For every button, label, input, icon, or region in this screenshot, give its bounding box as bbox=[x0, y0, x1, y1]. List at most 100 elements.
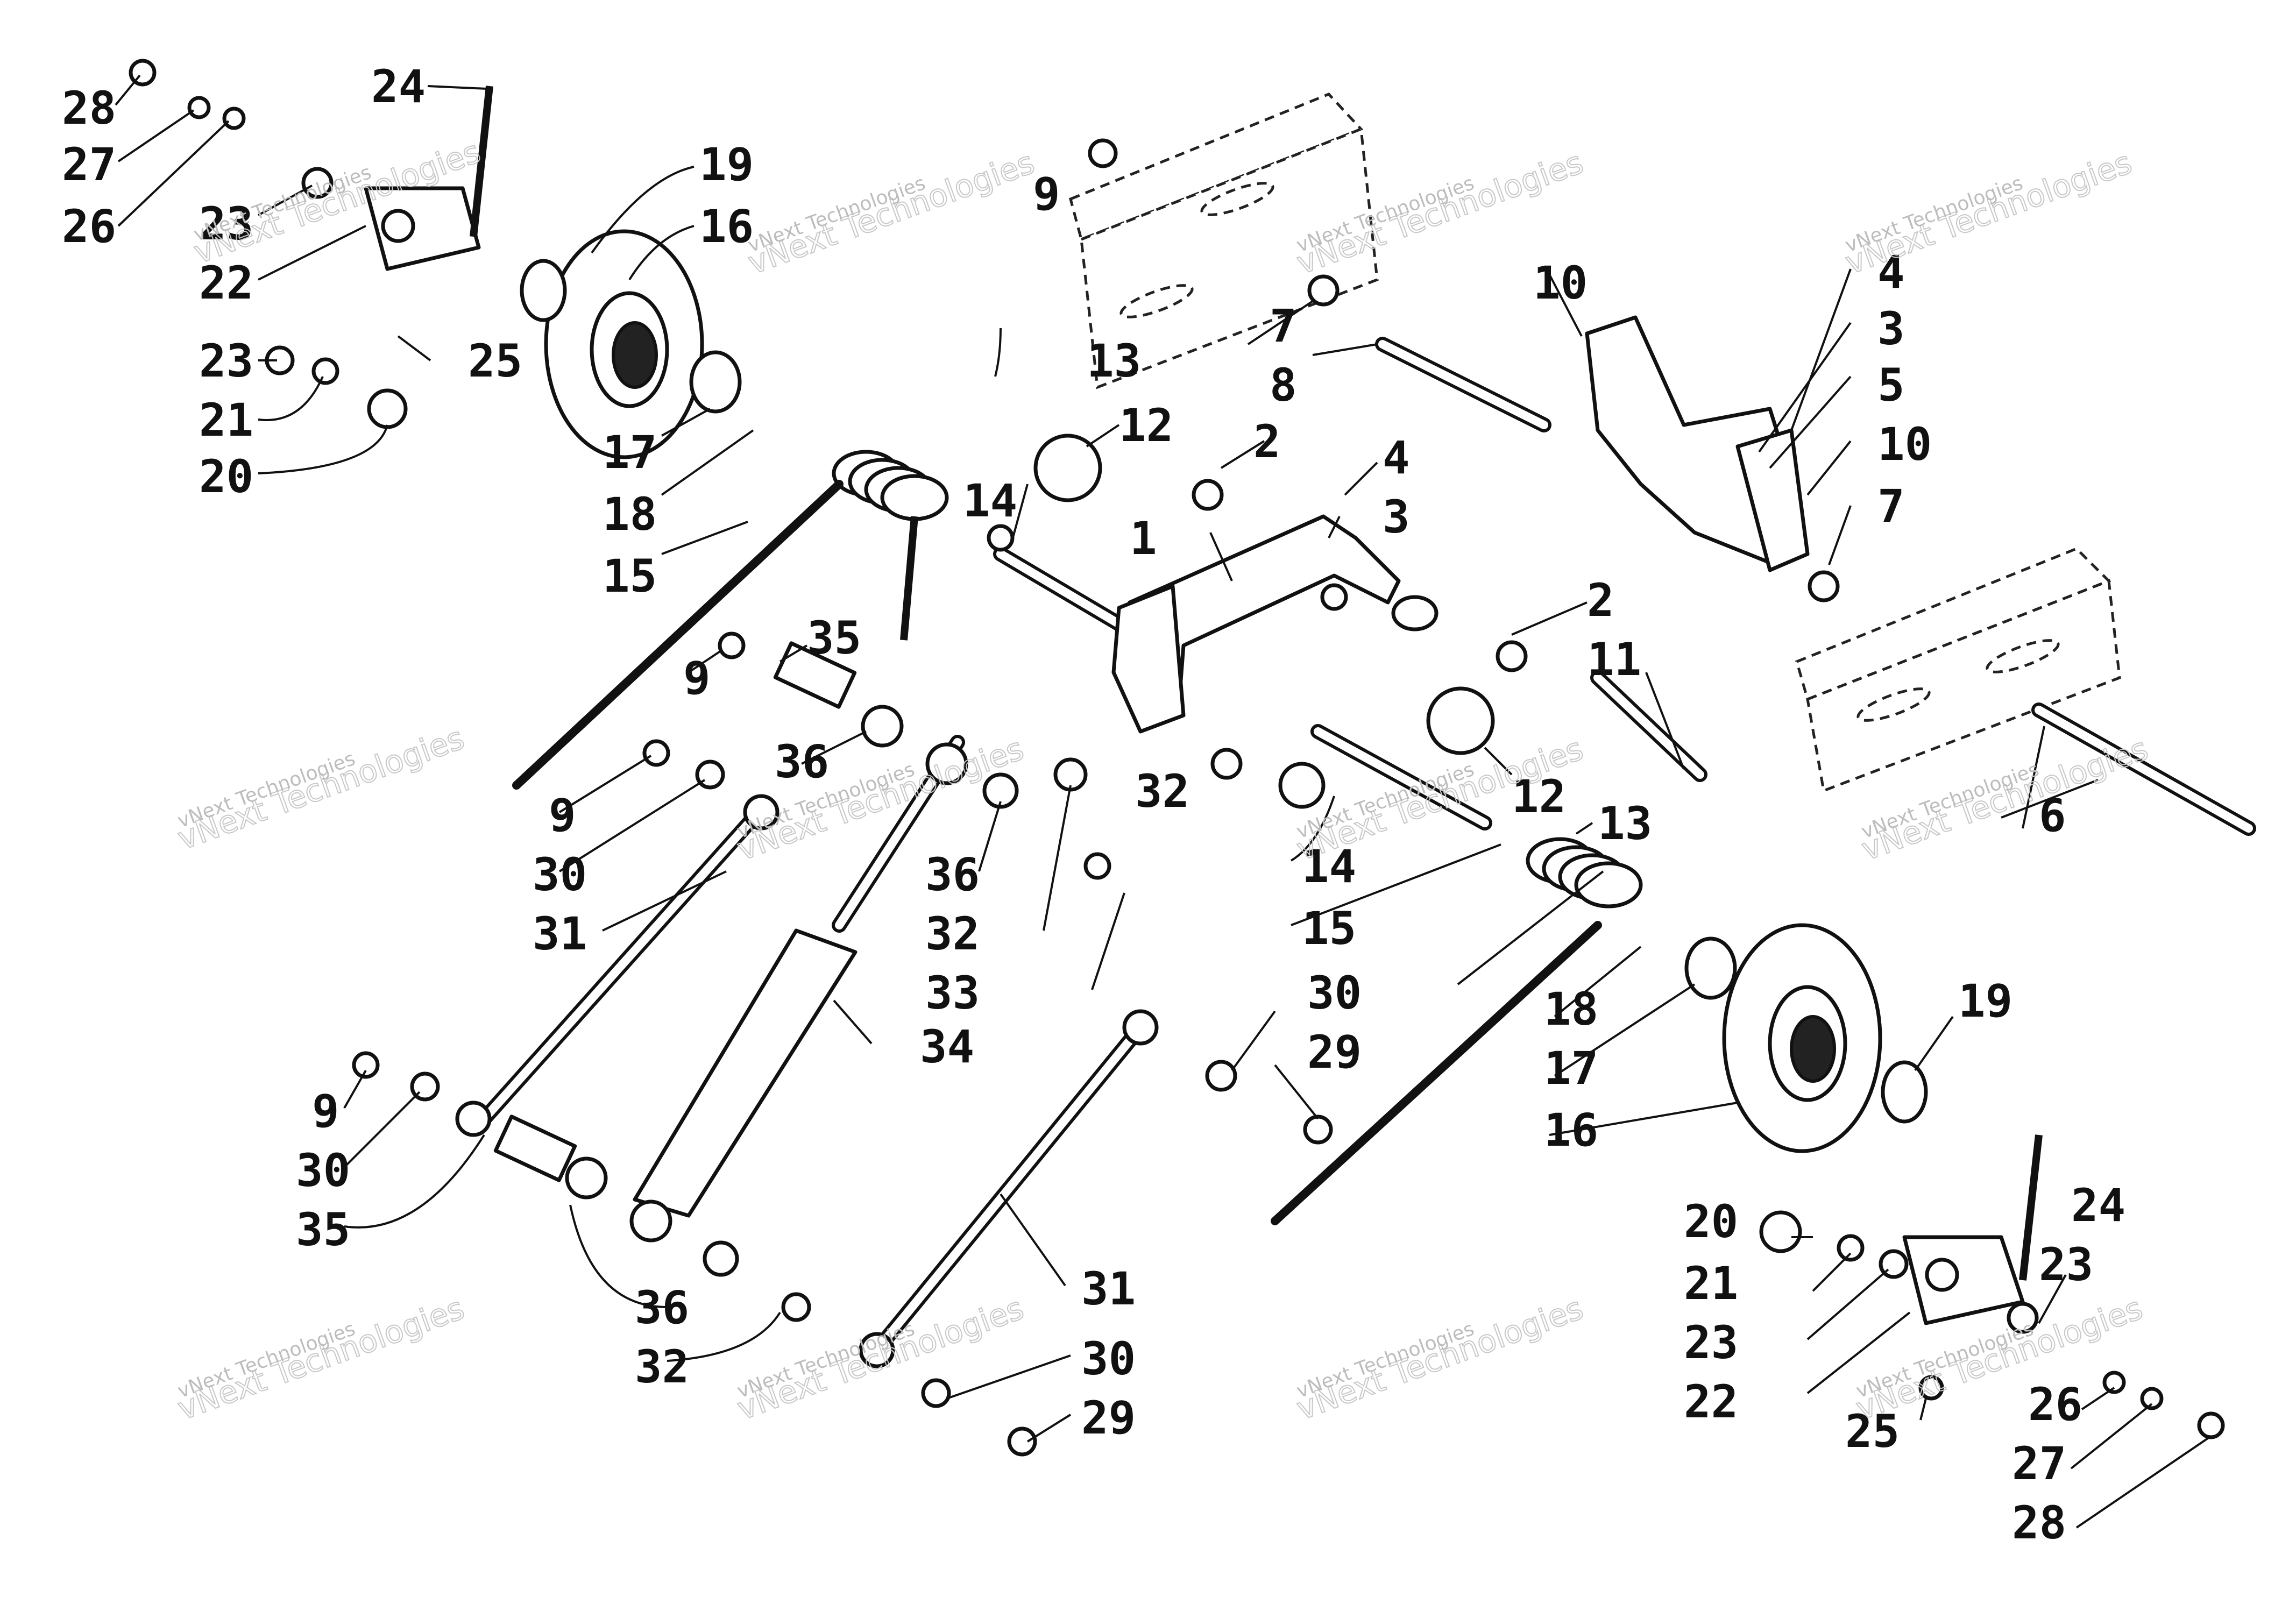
callout-35: 35 bbox=[807, 612, 861, 664]
watermark-big: vNext Technologies bbox=[1292, 1290, 1588, 1428]
callout-16b: 16 bbox=[1544, 1104, 1598, 1156]
callout-4b: 4 bbox=[1877, 246, 1905, 299]
callout-20b: 20 bbox=[1684, 1195, 1738, 1248]
callout-9b: 9 bbox=[549, 789, 576, 842]
callout-27b: 27 bbox=[2012, 1437, 2066, 1490]
callout-22: 22 bbox=[199, 257, 253, 309]
callout-18: 18 bbox=[603, 488, 657, 541]
idler-wheel-lower bbox=[1722, 923, 1882, 1153]
callout-21b: 21 bbox=[1684, 1257, 1738, 1310]
watermark: vNext Technologies vNext Technologies bbox=[173, 1289, 470, 1428]
callout-12b: 12 bbox=[1512, 770, 1566, 823]
callout-4: 4 bbox=[1383, 431, 1410, 484]
torsion-spring-upper bbox=[512, 450, 949, 790]
callout-33: 33 bbox=[925, 967, 980, 1019]
axle-bracket-lower bbox=[1902, 1134, 2043, 1325]
callout-5: 5 bbox=[1877, 359, 1905, 411]
callout-9d: 9 bbox=[1033, 168, 1060, 221]
upper-rail-section bbox=[1069, 93, 1379, 389]
callout-25b: 25 bbox=[1845, 1405, 1900, 1458]
shafts bbox=[993, 337, 2256, 836]
callout-3: 3 bbox=[1383, 491, 1410, 543]
callout-17: 17 bbox=[603, 426, 657, 479]
watermark: vNext Technologies vNext Technologies bbox=[1292, 1289, 1589, 1428]
callout-6: 6 bbox=[2039, 789, 2066, 842]
callout-labels: 28 27 26 23 22 24 19 16 25 23 21 20 17 1… bbox=[62, 60, 2125, 1549]
callout-2b: 2 bbox=[1587, 574, 1614, 627]
callout-28: 28 bbox=[62, 82, 116, 134]
callout-30b: 30 bbox=[296, 1144, 350, 1197]
watermark-big: vNext Technologies bbox=[1852, 1290, 2148, 1428]
bearings bbox=[520, 259, 1928, 1124]
callout-35b: 35 bbox=[296, 1203, 350, 1256]
callout-24: 24 bbox=[371, 60, 426, 113]
callout-15: 15 bbox=[603, 550, 657, 602]
watermark: vNext Technologies vNext Technologies bbox=[1840, 144, 2137, 282]
callout-22b: 22 bbox=[1684, 1375, 1738, 1428]
callout-36c: 36 bbox=[635, 1281, 689, 1334]
callout-30c: 30 bbox=[1081, 1332, 1136, 1385]
callout-14b: 14 bbox=[1302, 840, 1356, 893]
callout-2: 2 bbox=[1253, 415, 1281, 468]
callout-32c: 32 bbox=[635, 1340, 689, 1393]
callout-31b: 31 bbox=[1081, 1262, 1136, 1315]
callout-13b: 13 bbox=[1598, 797, 1652, 850]
callout-29: 29 bbox=[1081, 1392, 1136, 1444]
axle-bracket-upper bbox=[364, 86, 493, 271]
callout-32b: 32 bbox=[925, 907, 980, 960]
callout-8: 8 bbox=[1270, 359, 1297, 411]
mounting-bracket bbox=[1585, 315, 1810, 572]
callout-13: 13 bbox=[1087, 335, 1141, 387]
watermark-big: vNext Technologies bbox=[173, 1290, 469, 1428]
callout-19b: 19 bbox=[1958, 975, 2012, 1027]
callout-9: 9 bbox=[683, 652, 711, 705]
callout-14: 14 bbox=[963, 474, 1017, 527]
callout-26b: 26 bbox=[2028, 1378, 2082, 1431]
watermark-big: vNext Technologies bbox=[173, 720, 469, 857]
callout-7: 7 bbox=[1270, 300, 1297, 352]
link-rods bbox=[477, 805, 1148, 1358]
callout-21: 21 bbox=[199, 394, 253, 446]
callout-36: 36 bbox=[775, 735, 829, 788]
callout-29b: 29 bbox=[1307, 1026, 1362, 1078]
callout-30: 30 bbox=[533, 848, 587, 901]
watermark-big: vNext Technologies bbox=[743, 144, 1039, 282]
pivot-arm bbox=[1111, 514, 1438, 734]
idler-wheel-upper bbox=[544, 229, 704, 459]
callout-27: 27 bbox=[62, 138, 116, 191]
watermark: vNext Technologies vNext Technologies bbox=[173, 719, 470, 858]
callout-23d: 23 bbox=[2039, 1238, 2093, 1291]
callout-12: 12 bbox=[1119, 399, 1173, 452]
callout-20: 20 bbox=[199, 450, 253, 503]
callout-30d: 30 bbox=[1307, 967, 1362, 1019]
callout-10: 10 bbox=[1533, 257, 1588, 309]
callout-24b: 24 bbox=[2071, 1179, 2125, 1232]
callout-34: 34 bbox=[920, 1020, 974, 1073]
lower-rail-section bbox=[1795, 547, 2121, 793]
callout-7b: 7 bbox=[1877, 480, 1905, 533]
callout-1: 1 bbox=[1130, 512, 1157, 565]
callout-11: 11 bbox=[1587, 633, 1641, 686]
callout-23b: 23 bbox=[199, 335, 253, 387]
callout-16: 16 bbox=[699, 200, 754, 253]
leader-lines bbox=[115, 74, 2212, 1529]
callout-15b: 15 bbox=[1302, 902, 1356, 955]
callout-9c: 9 bbox=[312, 1085, 339, 1138]
callout-23c: 23 bbox=[1684, 1316, 1738, 1369]
watermark-big: vNext Technologies bbox=[1841, 144, 2137, 282]
callout-17b: 17 bbox=[1544, 1042, 1598, 1095]
callout-23: 23 bbox=[199, 197, 253, 250]
callout-10b: 10 bbox=[1877, 418, 1932, 471]
callout-26: 26 bbox=[62, 200, 116, 253]
callout-3b: 3 bbox=[1877, 302, 1905, 355]
watermark: vNext Technologies vNext Technologies bbox=[743, 144, 1040, 282]
callout-36b: 36 bbox=[925, 848, 980, 901]
callout-31: 31 bbox=[533, 907, 587, 960]
callout-32: 32 bbox=[1135, 765, 1189, 818]
watermark: vNext Technologies vNext Technologies bbox=[732, 1289, 1029, 1428]
watermark-big: vNext Technologies bbox=[733, 1290, 1029, 1428]
callout-18b: 18 bbox=[1544, 983, 1598, 1035]
callout-25: 25 bbox=[468, 335, 522, 387]
callout-19: 19 bbox=[699, 138, 754, 191]
